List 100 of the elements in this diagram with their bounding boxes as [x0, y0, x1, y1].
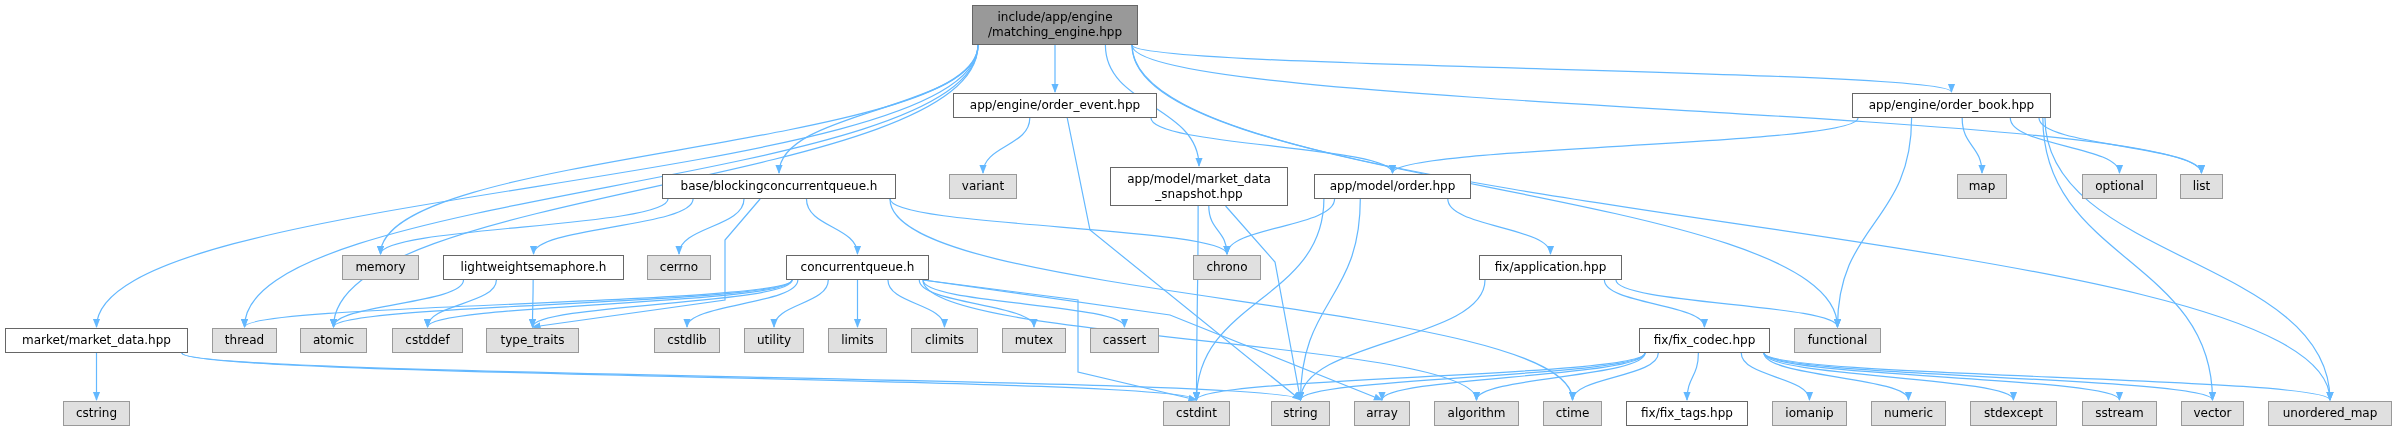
file-name: optional: [2095, 179, 2144, 194]
arrow: [332, 279, 793, 328]
header-box: [1434, 401, 1519, 426]
arrow: [1391, 117, 1859, 174]
file-name: thread: [224, 333, 265, 348]
file-name: utility: [756, 333, 792, 348]
arrow: [922, 279, 1126, 328]
file-name: market/market_data.hpp: [22, 333, 171, 348]
file-name: atomic: [313, 333, 354, 348]
arrow: [686, 279, 799, 328]
header-box: [2082, 174, 2157, 199]
file-name: cstddef: [405, 333, 450, 348]
file-box: [5, 328, 188, 353]
arrow: [1195, 352, 1646, 401]
file-name: fix/application.hpp: [1494, 260, 1607, 275]
header-box: [2180, 174, 2223, 199]
arrow: [772, 279, 829, 328]
file-box: [1852, 93, 2051, 118]
arrow: [853, 279, 862, 328]
file-name: array: [1366, 406, 1398, 421]
file-name: variant: [961, 179, 1005, 194]
header-box: [1163, 401, 1230, 426]
arrow: [887, 279, 947, 328]
arrow: [980, 117, 1031, 174]
file-name: include/app/engine /matching_engine.hpp: [986, 10, 1124, 40]
header-box: [744, 328, 804, 353]
header-box: [63, 401, 130, 426]
arrow: [1131, 44, 1953, 93]
header-box: [654, 328, 720, 353]
arrow: [1475, 352, 1646, 401]
arrow: [1571, 352, 1659, 401]
file-name: ctime: [1555, 406, 1590, 421]
file-name: memory: [355, 260, 406, 275]
header-box: [1772, 401, 1847, 426]
header-box: [2181, 401, 2244, 426]
file-name: mutex: [1014, 333, 1054, 348]
header-box: [2268, 401, 2392, 426]
arrow: [1615, 279, 1839, 328]
file-box: [1314, 174, 1471, 199]
file-box: [443, 255, 624, 280]
arrow: [918, 279, 1035, 328]
header-box: [1271, 401, 1330, 426]
file-name: cstdlib: [667, 333, 707, 348]
file-box: [1479, 255, 1622, 280]
header-box: [300, 328, 367, 353]
arrow: [777, 44, 979, 174]
header-box: [342, 255, 419, 280]
arrow: [1447, 198, 1552, 255]
file-name: list: [2192, 179, 2211, 194]
header-box: [1354, 401, 1410, 426]
file-box: [953, 93, 1157, 118]
header-box: [1002, 328, 1066, 353]
arrow: [889, 198, 1228, 255]
file-name: numeric: [1883, 406, 1934, 421]
arrow: [532, 198, 694, 255]
file-name: sstream: [2095, 406, 2144, 421]
file-name: string: [1283, 406, 1318, 421]
header-box: [1970, 401, 2057, 426]
file-name: functional: [1807, 333, 1868, 348]
root-file-box: [972, 5, 1138, 45]
file-box: [1639, 328, 1770, 353]
arrow: [1150, 117, 1394, 174]
arrow: [1066, 117, 1302, 401]
arrow: [92, 352, 101, 401]
file-name: cstring: [75, 406, 117, 421]
file-name: type_traits: [500, 333, 565, 348]
header-box: [1090, 328, 1159, 353]
header-box: [1543, 401, 1602, 426]
arrow: [2038, 117, 2203, 174]
header-box: [647, 255, 711, 280]
arrow: [1763, 352, 2331, 401]
arrow: [379, 198, 669, 255]
arrow: [1051, 44, 1059, 93]
file-name: unordered_map: [2282, 406, 2378, 421]
header-box: [1794, 328, 1881, 353]
header-box: [1957, 174, 2007, 199]
header-box: [828, 328, 887, 353]
file-box: [662, 174, 896, 199]
file-name: base/blockingconcurrentqueue.h: [680, 179, 878, 194]
file-box: [1110, 167, 1288, 206]
arrow: [531, 279, 793, 328]
header-box: [2082, 401, 2157, 426]
header-box: [212, 328, 277, 353]
arrow: [531, 198, 761, 330]
file-name: cstdint: [1176, 406, 1217, 421]
file-name: climits: [924, 333, 965, 348]
arrow: [1740, 352, 1811, 401]
file-name: lightweightsemaphore.h: [460, 260, 607, 275]
arrow: [1381, 352, 1646, 401]
file-name: map: [1968, 179, 1996, 194]
file-name: app/engine/order_event.hpp: [969, 98, 1141, 113]
file-name: stdexcept: [1984, 406, 2043, 421]
arrow: [1961, 117, 1986, 174]
file-box: [1626, 401, 1748, 426]
file-name: fix/fix_codec.hpp: [1653, 333, 1756, 348]
file-name: concurrentqueue.h: [800, 260, 915, 275]
file-name: vector: [2193, 406, 2232, 421]
file-name: limits: [841, 333, 874, 348]
header-box: [486, 328, 579, 353]
arrow: [2009, 117, 2121, 174]
